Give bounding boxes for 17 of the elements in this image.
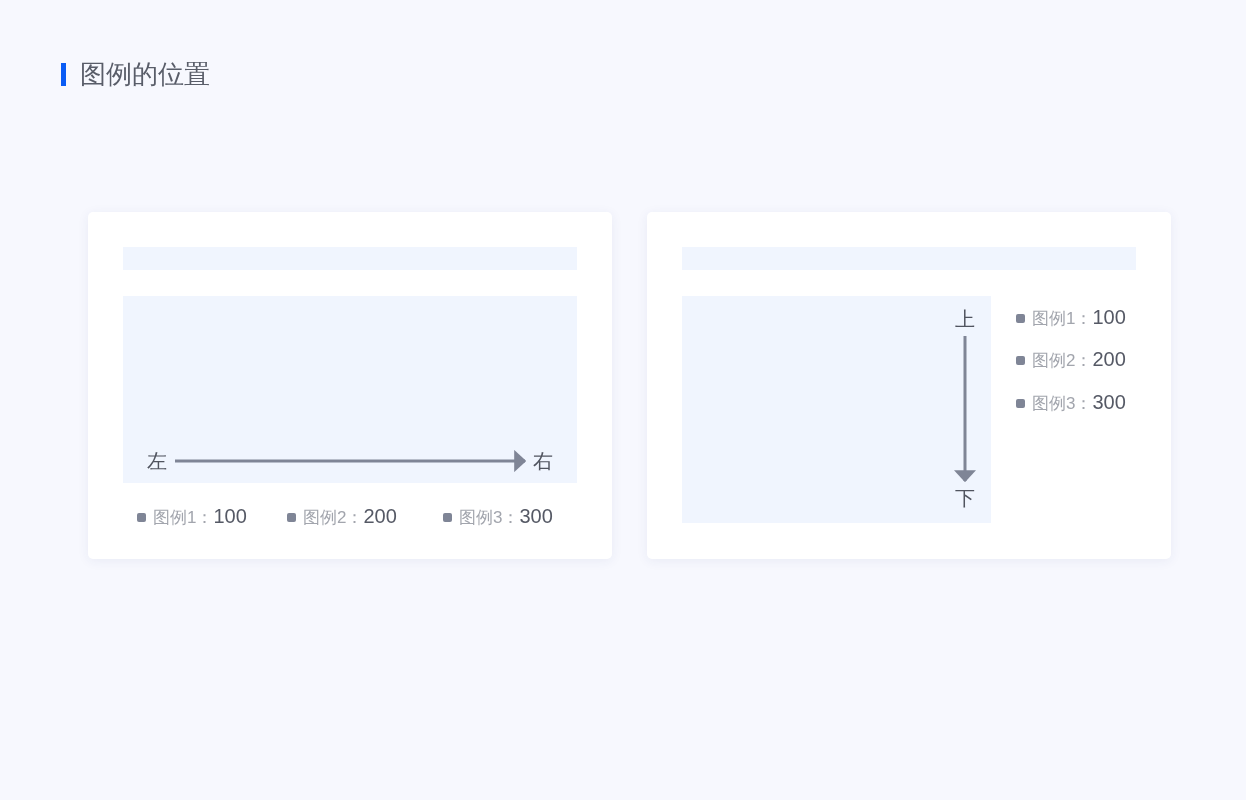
legend-label: 图例1：100 bbox=[153, 504, 247, 529]
card bbox=[88, 212, 612, 559]
direction-label: 右 bbox=[525, 444, 561, 478]
direction-label: 上 bbox=[947, 302, 983, 336]
legend-label: 图例1：100 bbox=[1032, 305, 1126, 330]
legend-label: 图例2：200 bbox=[1032, 347, 1126, 372]
legend-label: 图例3：300 bbox=[1032, 390, 1126, 415]
arrow bbox=[953, 336, 977, 483]
title: 图例的位置 bbox=[80, 59, 210, 89]
legend-label: 图例2：200 bbox=[303, 504, 397, 529]
card bbox=[647, 212, 1171, 559]
legend-label: 图例3：300 bbox=[459, 504, 553, 529]
chart-area bbox=[682, 296, 991, 523]
direction-label: 下 bbox=[947, 481, 983, 515]
direction-label: 左 bbox=[139, 444, 175, 478]
arrow bbox=[175, 449, 527, 473]
chart-area bbox=[123, 296, 577, 483]
